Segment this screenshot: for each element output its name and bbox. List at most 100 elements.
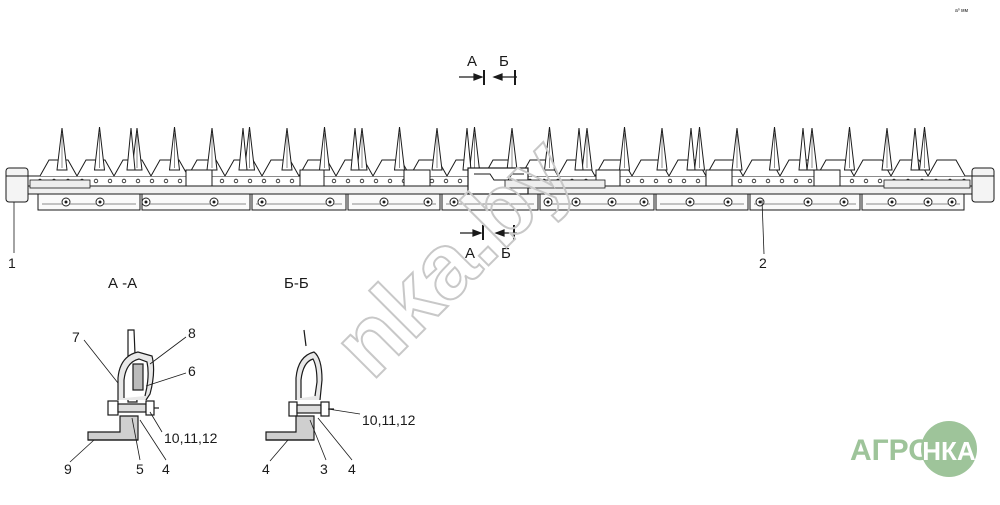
section-bb-drawing bbox=[265, 329, 334, 441]
rivet-hole bbox=[429, 178, 435, 184]
rivet-hole bbox=[443, 178, 449, 184]
callout-2: 2 bbox=[759, 255, 767, 271]
guard-finger-extra bbox=[462, 127, 472, 171]
clamp-plate bbox=[705, 169, 733, 187]
logo-text-left: АГРО bbox=[850, 434, 932, 467]
agronka-logo: АГРО НКА bbox=[850, 421, 977, 477]
rivet-hole bbox=[107, 178, 113, 184]
section-mark-bottom-b: Б bbox=[501, 245, 511, 262]
bolt-center bbox=[382, 200, 386, 204]
aa-part-6: 6 bbox=[188, 363, 196, 379]
section-mark-bottom-a: А bbox=[465, 245, 475, 262]
rivet-hole bbox=[639, 178, 645, 184]
rivet-hole bbox=[163, 178, 169, 184]
guard-segment bbox=[251, 193, 347, 211]
bolt-center bbox=[426, 200, 430, 204]
rivet-hole bbox=[331, 178, 337, 184]
guard-segment bbox=[539, 193, 655, 211]
guard-segment bbox=[347, 193, 441, 211]
guard-finger-extra bbox=[350, 127, 360, 171]
bb-part-4-left: 4 bbox=[262, 461, 270, 477]
rivet-hole bbox=[457, 178, 463, 184]
section-aa-title: А -А bbox=[108, 275, 137, 292]
bb-part-10-11-12: 10,11,12 bbox=[362, 412, 416, 428]
bolt-center bbox=[574, 200, 578, 204]
bolt-center bbox=[260, 200, 264, 204]
rivet-hole bbox=[877, 178, 883, 184]
drive-link bbox=[504, 179, 606, 189]
rivet-hole bbox=[233, 178, 239, 184]
rivet-hole bbox=[737, 178, 743, 184]
guard-finger-extra bbox=[798, 127, 808, 171]
rivet-hole bbox=[135, 178, 141, 184]
rivet-hole bbox=[345, 178, 351, 184]
guard-finger-extra bbox=[686, 127, 696, 171]
rivet-hole bbox=[863, 178, 869, 184]
bolt-center bbox=[64, 200, 68, 204]
guard-finger-extra bbox=[238, 127, 248, 171]
knife-bar bbox=[27, 126, 973, 211]
section-mark-top-b: Б bbox=[499, 53, 509, 70]
rivet-hole bbox=[275, 178, 281, 184]
bolt-center bbox=[950, 200, 954, 204]
right-end-plate bbox=[883, 179, 971, 189]
section-cut-bottom bbox=[460, 225, 517, 240]
rivet-hole bbox=[93, 178, 99, 184]
guard-segment bbox=[861, 193, 965, 211]
aa-part-9: 9 bbox=[64, 461, 72, 477]
aa-part-10-11-12: 10,11,12 bbox=[164, 430, 218, 446]
aa-part-4: 4 bbox=[162, 461, 170, 477]
rivet-hole bbox=[219, 178, 225, 184]
aa-part-5: 5 bbox=[136, 461, 144, 477]
clamp-plate bbox=[185, 169, 213, 187]
bolt-center bbox=[842, 200, 846, 204]
section-bb-leaders bbox=[269, 408, 361, 462]
aa-part-7: 7 bbox=[72, 329, 80, 345]
rivet-hole bbox=[779, 178, 785, 184]
bolt-center bbox=[890, 200, 894, 204]
rivet-hole bbox=[121, 178, 127, 184]
section-aa-leaders bbox=[69, 336, 187, 463]
guard-finger-extra bbox=[126, 127, 136, 171]
logo-circle bbox=[921, 421, 977, 477]
bolt-center bbox=[610, 200, 614, 204]
rivet-hole bbox=[765, 178, 771, 184]
section-mark-top-a: А bbox=[467, 53, 477, 70]
rivet-hole bbox=[849, 178, 855, 184]
guard-segment bbox=[655, 193, 749, 211]
guard-segment bbox=[37, 193, 141, 211]
bolt-center bbox=[452, 200, 456, 204]
rivet-hole bbox=[695, 178, 701, 184]
rivet-hole bbox=[653, 178, 659, 184]
logo-text-right: НКА bbox=[922, 436, 976, 466]
bolt-center bbox=[546, 200, 550, 204]
end-block-right bbox=[971, 167, 995, 203]
bb-part-4-right: 4 bbox=[348, 461, 356, 477]
rivet-hole bbox=[261, 178, 267, 184]
clamp-plate bbox=[299, 169, 325, 187]
rivet-hole bbox=[807, 178, 813, 184]
bolt-center bbox=[642, 200, 646, 204]
bolt-center bbox=[926, 200, 930, 204]
end-block-left bbox=[5, 167, 29, 203]
corner-mark: а⁰ мм bbox=[955, 8, 969, 14]
rivet-hole bbox=[247, 178, 253, 184]
clamp-plate bbox=[813, 169, 841, 187]
bolt-center bbox=[726, 200, 730, 204]
rivet-hole bbox=[681, 178, 687, 184]
bolt-center bbox=[328, 200, 332, 204]
rivet-hole bbox=[289, 178, 295, 184]
clamp-plate bbox=[403, 169, 431, 187]
bb-part-3: 3 bbox=[320, 461, 328, 477]
bolt-center bbox=[144, 200, 148, 204]
rivet-hole bbox=[373, 178, 379, 184]
callout-1: 1 bbox=[8, 255, 16, 271]
rivet-hole bbox=[793, 178, 799, 184]
section-cut-top bbox=[459, 70, 517, 85]
rivet-hole bbox=[177, 178, 183, 184]
aa-part-8: 8 bbox=[188, 325, 196, 341]
rivet-hole bbox=[359, 178, 365, 184]
rivet-hole bbox=[667, 178, 673, 184]
guard-finger-extra bbox=[910, 127, 920, 171]
